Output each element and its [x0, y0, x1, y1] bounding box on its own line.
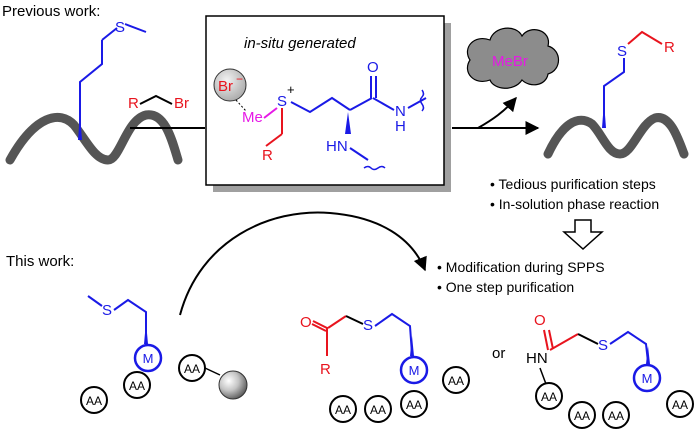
advantage-item-1: • Modification during SPPS [437, 259, 605, 275]
methyl-label: Me [242, 109, 263, 126]
curved-transfer-arrow [179, 211, 427, 316]
residue-aa [329, 395, 357, 423]
svg-text:AA: AA [129, 379, 145, 393]
residue-met [632, 363, 662, 393]
residue-aa [400, 390, 428, 418]
sulfonium-s-label: S [277, 93, 287, 110]
drawback-item-2: • In-solution phase reaction [490, 196, 659, 212]
drawback-item-1: • Tedious purification steps [490, 176, 656, 192]
svg-text:AA: AA [184, 362, 200, 376]
svg-text:AA: AA [86, 394, 102, 408]
svg-text:O: O [300, 314, 312, 331]
bromide-counterion [213, 68, 247, 102]
advantage-item-2: • One step purification [437, 279, 574, 295]
residue-aa [535, 382, 563, 410]
protein-ribbon-start: S [5, 19, 183, 165]
residue-met [399, 355, 429, 385]
reagent-r-label: R [128, 95, 139, 112]
svg-text:O: O [367, 59, 379, 76]
svg-text:R: R [262, 147, 273, 164]
svg-text:HN: HN [526, 350, 548, 367]
svg-text:M: M [143, 351, 154, 366]
svg-text:AA: AA [574, 409, 590, 423]
down-hollow-arrow [562, 219, 604, 251]
product-linear: O R S M AA AA AA AA [300, 312, 470, 423]
resin-bead [218, 370, 248, 400]
mebr-label: MeBr [492, 53, 528, 70]
intermediate-box: in-situ generated Br − Me S + R O N H HN [205, 15, 451, 192]
alkyl-bromide-reagent: R Br [128, 94, 189, 112]
svg-text:R: R [320, 361, 331, 378]
svg-text:HN: HN [326, 138, 348, 155]
svg-text:S: S [598, 337, 608, 354]
svg-text:Br: Br [218, 78, 233, 95]
previous-work-title: Previous work: [2, 3, 100, 20]
svg-text:R: R [664, 39, 675, 56]
product-cyclic: O S M HN AA AA AA AA [526, 312, 694, 429]
mebr-cloud: MeBr [466, 27, 560, 89]
svg-text:AA: AA [335, 403, 351, 417]
svg-text:N: N [395, 103, 406, 120]
svg-text:O: O [534, 312, 546, 329]
svg-text:H: H [395, 118, 406, 135]
residue-met [133, 343, 163, 373]
svg-text:+: + [287, 82, 295, 97]
svg-text:M: M [409, 363, 420, 378]
svg-text:AA: AA [541, 390, 557, 404]
svg-text:AA: AA [608, 409, 624, 423]
or-separator: or [492, 345, 505, 362]
svg-text:M: M [642, 371, 653, 386]
reagent-br-label: Br [174, 95, 189, 112]
residue-aa [602, 401, 630, 429]
residue-aa [442, 366, 470, 394]
svg-text:S: S [102, 302, 112, 319]
residue-aa [80, 386, 108, 414]
intermediate-title: in-situ generated [244, 35, 356, 52]
resin-peptide: S M AA AA AA [80, 295, 248, 414]
svg-text:S: S [363, 317, 373, 334]
side-chain-bond [79, 40, 103, 140]
svg-text:−: − [236, 72, 243, 86]
svg-text:AA: AA [370, 403, 386, 417]
svg-text:AA: AA [406, 398, 422, 412]
residue-aa [123, 371, 151, 399]
this-work-title: This work: [6, 253, 74, 270]
thioether-s-label: S [115, 19, 125, 36]
svg-text:AA: AA [448, 374, 464, 388]
residue-aa [666, 390, 694, 418]
svg-text:S: S [617, 43, 627, 60]
protein-ribbon-product: S R [543, 30, 689, 159]
residue-aa [364, 395, 392, 423]
residue-aa [568, 401, 596, 429]
svg-text:AA: AA [672, 398, 688, 412]
